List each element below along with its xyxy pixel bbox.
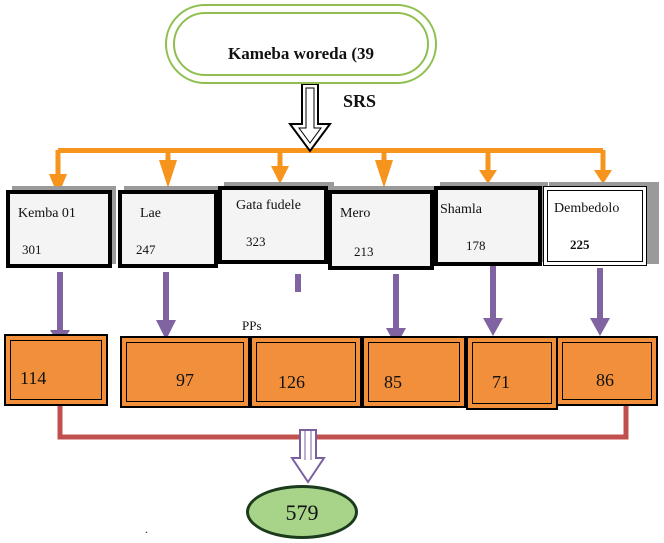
district-box-mero: Mero 213 <box>328 190 434 270</box>
pps-label-backdrop <box>233 292 346 336</box>
purple-arrows <box>50 262 610 346</box>
orange-arrow <box>159 150 177 188</box>
total-node: 579 <box>246 485 358 539</box>
sample-value: 86 <box>596 370 614 390</box>
district-name: Kemba 01 <box>18 206 76 221</box>
sample-value: 97 <box>176 370 194 390</box>
sample-box-lae: 97 <box>120 336 250 408</box>
sample-box-kemba-01: 114 <box>4 334 108 406</box>
root-woreda-label: Kameba woreda (39 <box>227 44 375 63</box>
total-value: 579 <box>285 500 319 525</box>
district-count: 301 <box>22 242 42 257</box>
sample-box-shamla: 71 <box>466 336 558 410</box>
district-box-dembedolo: Dembedolo 225 <box>543 186 647 266</box>
district-box-kemba-01: Kemba 01 301 <box>6 190 112 268</box>
stray-dot: . <box>145 522 148 536</box>
sample-value: 71 <box>492 372 510 392</box>
orange-distribution-arrows <box>49 148 612 196</box>
sample-box-dembedolo: 86 <box>556 336 658 406</box>
purple-arrow <box>483 262 503 336</box>
district-name: Mero <box>340 206 371 221</box>
orange-arrow <box>594 150 612 184</box>
sample-box-mero: 85 <box>362 336 466 408</box>
sample-box-inner-border <box>10 340 102 400</box>
district-box-shamla: Shamla 178 <box>434 186 542 266</box>
district-count: 178 <box>466 238 486 253</box>
sample-value: 114 <box>20 368 47 388</box>
district-count: 247 <box>136 242 156 257</box>
red-connector <box>57 392 629 440</box>
orange-arrow <box>375 150 393 188</box>
srs-label: SRS <box>343 91 377 111</box>
purple-arrow <box>295 274 301 296</box>
srs-hollow-arrow <box>288 83 332 153</box>
district-count: 323 <box>246 234 266 249</box>
sample-box-gata-fudele: 126 <box>250 336 362 408</box>
sample-box-inner-border <box>256 342 356 402</box>
purple-arrow <box>156 272 176 340</box>
sample-box-inner-border <box>562 342 652 400</box>
sample-value: 126 <box>278 372 305 392</box>
district-box-lae: Lae 247 <box>118 190 218 268</box>
district-name: Lae <box>140 206 161 221</box>
orange-arrow <box>49 150 67 196</box>
district-name: Shamla <box>440 202 482 217</box>
pps-label: PPs <box>242 318 262 333</box>
district-name: Dembedolo <box>554 201 620 216</box>
district-count: 213 <box>354 244 374 259</box>
district-count: 225 <box>570 237 590 252</box>
sample-value: 85 <box>384 372 402 392</box>
district-name: Gata fudele <box>236 198 301 213</box>
sample-box-inner-border <box>472 342 552 404</box>
total-hollow-arrow <box>290 429 326 484</box>
sample-box-inner-border <box>126 342 244 402</box>
root-woreda-node: Kameba woreda (39 <box>165 4 437 84</box>
purple-arrow <box>590 268 610 336</box>
district-box-gata-fudele: Gata fudele 323 <box>218 186 328 264</box>
orange-arrow <box>271 150 289 184</box>
orange-arrow <box>479 150 497 184</box>
root-inner-border <box>173 12 429 76</box>
sample-box-inner-border <box>368 342 460 402</box>
